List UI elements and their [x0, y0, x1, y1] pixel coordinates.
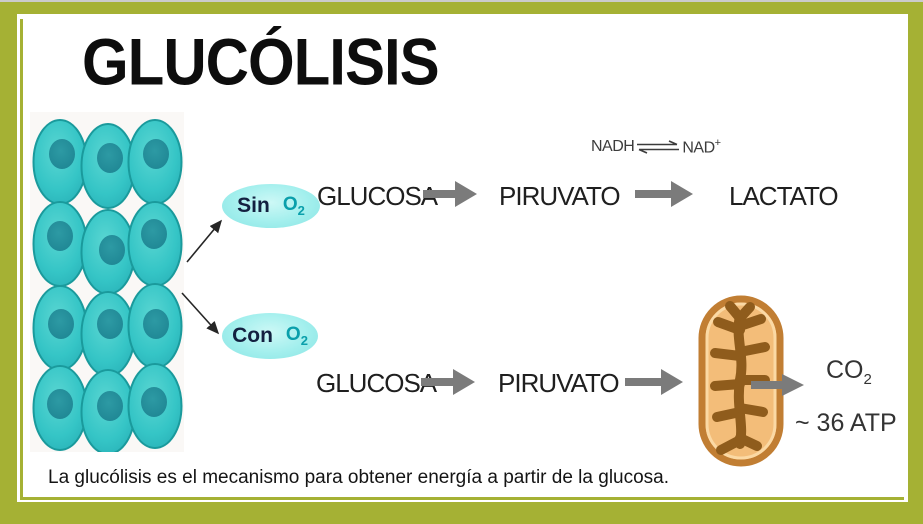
- nucleus-group: [47, 139, 169, 421]
- cell-nucleus: [141, 219, 167, 249]
- co2-label: CO2: [826, 356, 872, 388]
- cell-nucleus: [143, 139, 169, 169]
- glucosa-label-aerobic: GLUCOSA: [316, 368, 437, 398]
- inner-border-left: [20, 19, 23, 500]
- oxygen-label: O2: [285, 324, 308, 348]
- cell-nucleus: [143, 309, 169, 339]
- thick-arrow-icon: [635, 181, 693, 207]
- cristae: [710, 301, 770, 455]
- cell-nucleus: [47, 389, 73, 419]
- condition-label: Sin: [237, 194, 270, 217]
- oxygen-label: O2: [282, 194, 305, 218]
- equilibrium-arrows-icon: [637, 140, 680, 154]
- thick-arrow-icon: [625, 369, 683, 395]
- cell-nucleus: [141, 387, 167, 417]
- caption-text: La glucólisis es el mecanismo para obten…: [48, 467, 670, 488]
- cell-nucleus: [97, 309, 123, 339]
- cell-nucleus: [47, 221, 73, 251]
- arrow-to-aerobic-icon: [181, 292, 220, 335]
- piruvato-label-aerobic: PIRUVATO: [498, 368, 620, 398]
- sin-o2-badge: Sin O2: [222, 184, 320, 228]
- atp-yield-label: ~ 36 ATP: [795, 409, 897, 437]
- condition-label: Con: [232, 324, 273, 347]
- con-o2-badge: Con O2: [222, 313, 318, 359]
- nad-label: NAD+: [682, 137, 721, 157]
- piruvato-label-anaerobic: PIRUVATO: [499, 181, 621, 211]
- cells-illustration: [30, 112, 184, 452]
- cell-nucleus: [48, 309, 74, 339]
- thick-arrow-icon: [421, 369, 475, 395]
- branch-arrows: [181, 219, 223, 335]
- cell-nucleus: [97, 391, 123, 421]
- glucosa-label-anaerobic: GLUCOSA: [317, 181, 438, 211]
- cell-nucleus: [99, 235, 125, 265]
- lactato-label: LACTATO: [729, 181, 839, 211]
- top-edge-line: [0, 0, 923, 2]
- inner-border-bottom: [20, 497, 904, 500]
- page-title: GLUCÓLISIS: [82, 25, 440, 99]
- thick-arrow-icon: [423, 181, 477, 207]
- nadh-label: NADH: [591, 138, 635, 156]
- cell-nucleus: [49, 139, 75, 169]
- arrow-to-anaerobic-icon: [186, 219, 223, 263]
- thick-arrow-icon: [751, 374, 804, 396]
- nadh-nad-equilibrium: NADH NAD+: [591, 137, 721, 157]
- cell-nucleus: [97, 143, 123, 173]
- mitochondrion-illustration: [698, 295, 784, 467]
